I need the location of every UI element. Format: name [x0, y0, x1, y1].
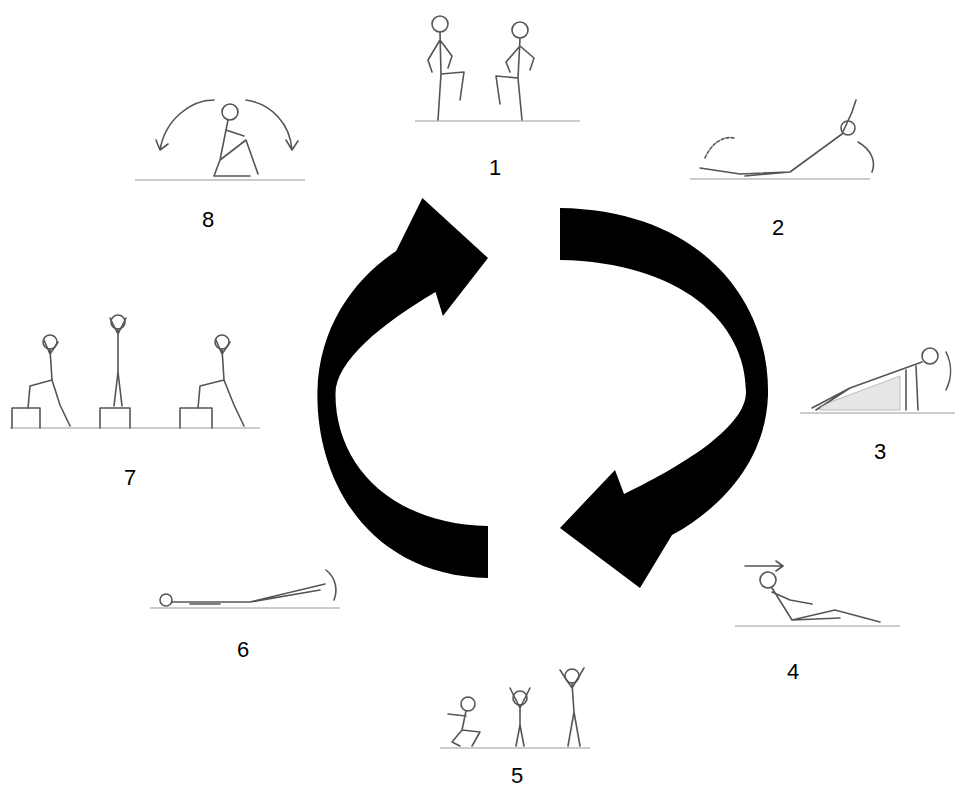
cycle-arrow [560, 208, 768, 588]
callout-number: 1 [489, 156, 501, 180]
exercise-figure [440, 668, 590, 748]
cycle-arrow [317, 198, 488, 578]
cycle-arrows [317, 198, 768, 588]
exercise-figure [150, 570, 340, 608]
callout-number: 6 [237, 638, 249, 662]
callout-number: 2 [772, 216, 784, 240]
exercise-figure [690, 100, 873, 179]
exercise-figure [135, 100, 305, 180]
exercise-figure [735, 561, 900, 626]
exercise-figure [415, 16, 580, 121]
exercise-figure [10, 315, 260, 428]
callout-number: 8 [202, 208, 214, 232]
exercise-figure [800, 348, 955, 413]
callout-number: 5 [511, 764, 523, 788]
callout-number: 7 [124, 466, 136, 490]
callout-number: 3 [874, 440, 886, 464]
callout-number: 4 [787, 660, 799, 684]
